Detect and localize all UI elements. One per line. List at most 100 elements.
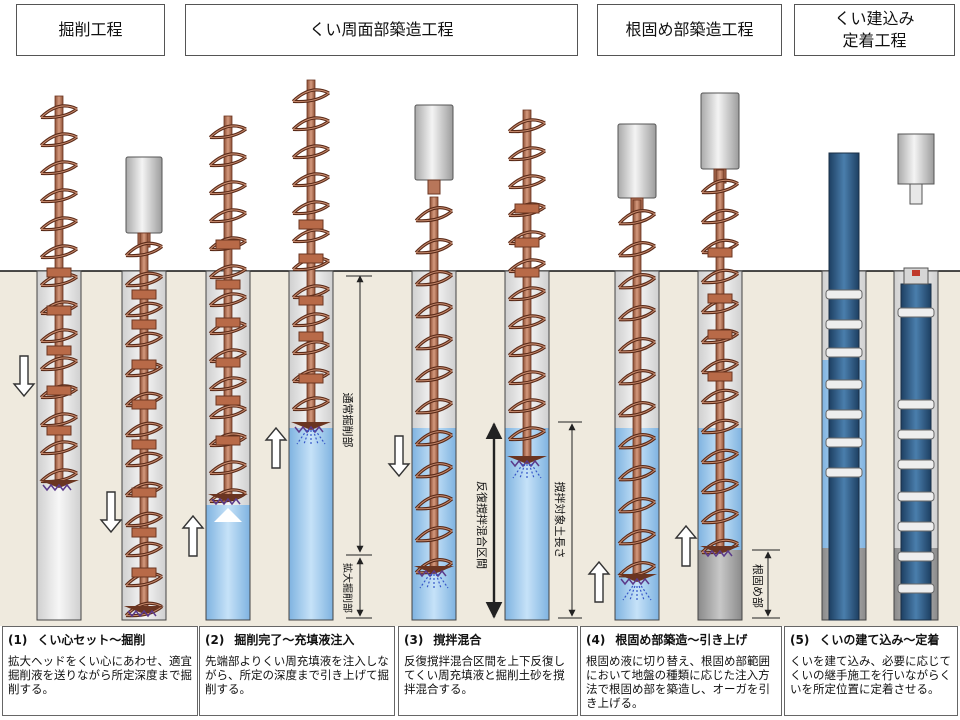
pile-body <box>900 283 932 621</box>
diagram-shape <box>528 463 535 479</box>
fill-liquid <box>289 428 333 620</box>
caption-body: 先端部よりくい周充填液を注入しながら、所定の深度まで引き上げて掘削する。 <box>205 654 389 696</box>
caption-title: (1)くい心セット～掘削 <box>8 633 146 647</box>
caption-number: (4) <box>586 633 606 647</box>
diagram-shape <box>415 207 453 574</box>
diagram-shape <box>419 573 431 589</box>
auger-motor <box>125 156 163 234</box>
caption-step-1: (1)くい心セット～掘削 拡大ヘッドをくい心にあわせ、適宜掘削液を送りながら所定… <box>2 626 198 716</box>
pile-joint <box>825 289 863 300</box>
rod-coupling <box>514 203 540 214</box>
rod-coupling <box>46 385 72 396</box>
auger <box>617 123 657 586</box>
label-mixing-target-length: 撹拌対象土長さ <box>553 482 567 559</box>
caption-step-4: (4)根固め部築造～引き上げ 根固め液に切り替え、根固め部範囲において地盤の種類… <box>580 626 782 716</box>
pile-joint <box>825 347 863 358</box>
rod-coupling <box>707 371 733 382</box>
dimension-mixing-target-length: 撹拌対象土長さ <box>553 421 582 619</box>
caption-step-5: (5)くいの建て込み～定着 くいを建て込み、必要に応じてくいの継手施工を行いなが… <box>784 626 958 716</box>
diagram-shape <box>638 585 645 601</box>
caption-body: くいを建て込み、必要に応じてくいの継手施工を行いながらくいを所定位置に定着させる… <box>790 654 951 696</box>
rod-coupling <box>298 253 324 264</box>
rod-coupling <box>298 331 324 342</box>
diagram-shape <box>426 573 433 589</box>
stage-header-root-fixing: 根固め部築造工程 <box>597 4 782 56</box>
rod-coupling <box>215 395 241 406</box>
stage-header-excavation: 掘削工程 <box>16 4 165 56</box>
spray-icon <box>512 463 542 479</box>
auger <box>124 156 164 618</box>
diagram-shape <box>640 585 652 601</box>
rod-coupling <box>46 425 72 436</box>
caption-title: (3)撹拌混合 <box>404 633 482 647</box>
cutting-bits <box>127 609 157 618</box>
rod-coupling <box>215 279 241 290</box>
pile-joint <box>825 409 863 420</box>
auger-motor <box>700 92 740 170</box>
rod-coupling <box>131 439 157 450</box>
rod-coupling <box>298 219 324 230</box>
rod-coupling <box>131 359 157 370</box>
rod-coupling <box>46 267 72 278</box>
arrow-up-icon <box>181 514 205 557</box>
pile-joint <box>825 437 863 448</box>
label-normal-excavation: 通常掘削部 <box>341 393 355 448</box>
precast-pile <box>825 152 863 621</box>
arrow-down-icon <box>99 491 123 534</box>
rod-coupling <box>707 293 733 304</box>
caption-number: (2) <box>205 633 225 647</box>
auger-motor <box>414 104 454 181</box>
pile-joint <box>897 399 935 410</box>
caption-title: (2)掘削完了～充填液注入 <box>205 633 355 647</box>
rod-coupling <box>298 373 324 384</box>
spray-icon <box>622 585 652 601</box>
spray-icon <box>419 573 449 589</box>
diagram-shape <box>303 429 310 445</box>
root-liquid <box>698 550 742 620</box>
label-enlarged-excavation: 拡大掘削部 <box>341 563 354 613</box>
pile-joint <box>897 551 935 562</box>
arrow-up-icon <box>264 426 288 469</box>
pile-joint <box>897 491 935 502</box>
auger <box>507 109 547 468</box>
diagram-shape <box>437 573 449 589</box>
cutting-bits <box>294 425 324 434</box>
diagram-shape <box>296 429 308 445</box>
caption-number: (3) <box>404 633 424 647</box>
pile-joint <box>897 521 935 532</box>
caption-step-3: (3)撹拌混合 反復撹拌混合区間を上下反復してくい周充填液と掘削土砂を撹拌混合す… <box>398 626 578 716</box>
rod-coupling <box>215 357 241 368</box>
dimension-normal-excavation: 通常掘削部 <box>341 275 372 619</box>
pile-joint <box>825 467 863 478</box>
cutting-bits <box>510 459 540 468</box>
diagram-shape <box>314 429 326 445</box>
auger <box>700 92 740 558</box>
caption-number: (1) <box>8 633 28 647</box>
pile-joint <box>897 459 935 470</box>
arrow-up-icon <box>587 560 611 603</box>
cutting-bits <box>703 549 733 558</box>
cutting-bits <box>42 483 72 492</box>
rod-coupling <box>215 317 241 328</box>
dimension-repeat-mixing: 反復撹拌混合区間 <box>475 422 503 619</box>
rod-coupling <box>131 399 157 410</box>
auger <box>414 104 454 578</box>
arrow-down-icon <box>387 435 411 478</box>
rod-coupling <box>215 239 241 250</box>
diagram-shape <box>622 585 634 601</box>
cutting-bits <box>211 497 241 506</box>
caption-title: (5)くいの建て込み～定着 <box>790 633 940 647</box>
auger-rod <box>632 199 642 581</box>
caption-title: (4)根固め部築造～引き上げ <box>586 633 748 647</box>
diagram-shape <box>512 463 524 479</box>
diagram-shape <box>618 210 656 577</box>
diagram-shape <box>435 573 442 589</box>
precast-pile <box>897 133 935 621</box>
rod-coupling <box>46 345 72 356</box>
label-root-fixing: 根固め部 <box>751 564 765 608</box>
dimension-enlarged-excavation: 拡大掘削部 <box>341 557 364 617</box>
diagram-shape <box>629 585 636 601</box>
arrow-up-icon <box>674 524 698 567</box>
caption-number: (5) <box>790 633 810 647</box>
motor-coupling <box>427 179 441 195</box>
